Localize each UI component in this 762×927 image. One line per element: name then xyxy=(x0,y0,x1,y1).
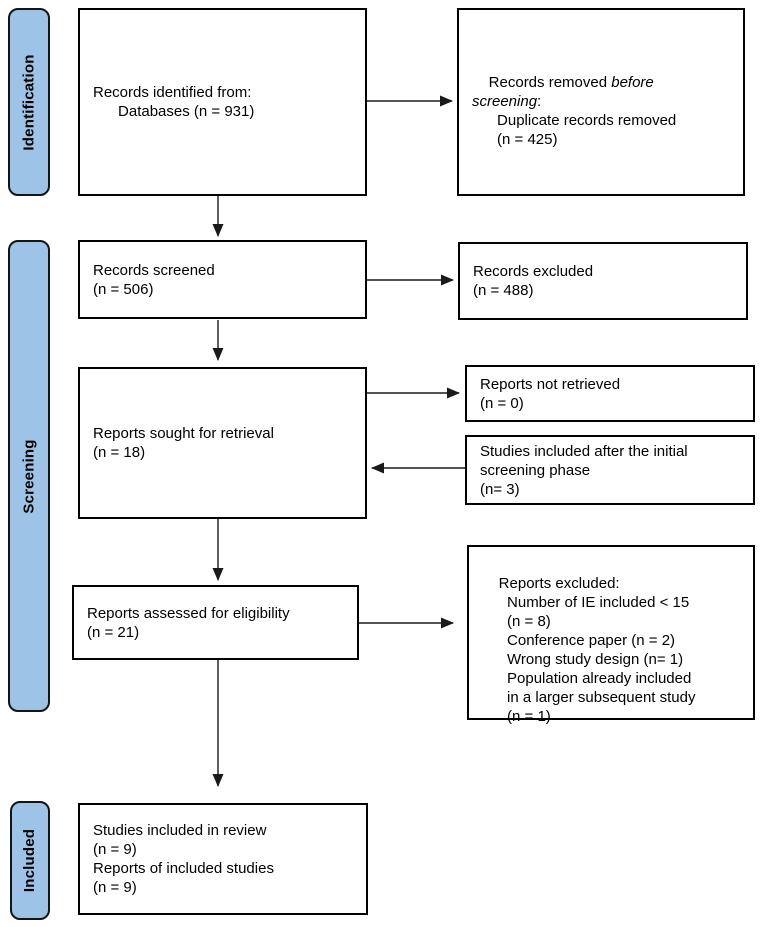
box-reports-excluded: Reports excluded: Number of IE included … xyxy=(467,545,755,725)
records-removed-text-colon: : xyxy=(537,93,542,110)
reports-excluded-text: Reports excluded: Number of IE included … xyxy=(498,575,696,725)
box-studies-included-initial-screening: Studies included after the initial scree… xyxy=(465,435,755,505)
records-removed-text-italic: before screening xyxy=(472,74,654,110)
box-studies-included-review: Studies included in review (n = 9) Repor… xyxy=(78,803,368,915)
records-removed-text-part1: Records removed xyxy=(488,74,612,91)
box-records-identified: Records identified from: Databases (n = … xyxy=(78,8,367,196)
records-excluded-text: Records excluded (n = 488) xyxy=(473,263,594,299)
studies-included-review-text: Studies included in review (n = 9) Repor… xyxy=(93,822,274,896)
records-removed-text-detail: Duplicate records removed (n = 425) xyxy=(497,112,677,148)
stage-identification-label: Identification xyxy=(20,53,38,151)
box-records-removed-before-screening: Records removed before screening: Duplic… xyxy=(457,8,745,196)
reports-not-retrieved-text: Reports not retrieved (n = 0) xyxy=(480,375,621,412)
box-reports-assessed: Reports assessed for eligibility (n = 21… xyxy=(72,585,359,660)
records-screened-text: Records screened (n = 506) xyxy=(93,261,215,298)
stage-included-label: Included xyxy=(21,828,39,893)
stage-included: Included xyxy=(10,801,50,920)
studies-included-initial-text: Studies included after the initial scree… xyxy=(480,442,688,498)
box-records-screened: Records screened (n = 506) xyxy=(78,240,367,319)
box-records-excluded: Records excluded (n = 488) xyxy=(458,242,748,320)
reports-sought-text: Reports sought for retrieval (n = 18) xyxy=(93,425,274,461)
box-reports-not-retrieved: Reports not retrieved (n = 0) xyxy=(465,365,755,422)
records-identified-text: Records identified from: Databases (n = … xyxy=(93,84,255,120)
stage-screening: Screening xyxy=(8,240,50,712)
stage-screening-label: Screening xyxy=(20,438,38,514)
stage-identification: Identification xyxy=(8,8,50,196)
box-reports-sought: Reports sought for retrieval (n = 18) xyxy=(78,367,367,519)
reports-assessed-text: Reports assessed for eligibility (n = 21… xyxy=(87,604,290,641)
